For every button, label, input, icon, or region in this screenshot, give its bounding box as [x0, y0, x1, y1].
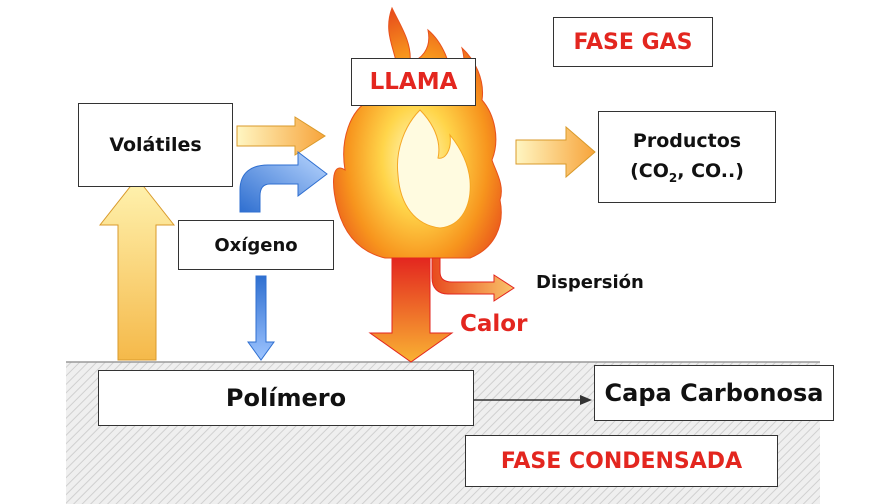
oxygen-box: Oxígeno: [178, 220, 334, 270]
dispersion-arrow: [431, 257, 515, 302]
oxygen-text: Oxígeno: [214, 234, 298, 256]
fase-gas-label: FASE GAS: [553, 17, 713, 67]
char-layer-text: Capa Carbonosa: [604, 379, 824, 407]
fase-condensada-label: FASE CONDENSADA: [465, 435, 778, 487]
volatiles-to-flame-arrow: [236, 116, 326, 156]
products-formula: (CO2, CO..): [630, 159, 744, 185]
llama-text: LLAMA: [369, 69, 458, 95]
polymer-box: Polímero: [98, 370, 474, 426]
fase-gas-text: FASE GAS: [573, 29, 693, 55]
oxygen-curved-arrow: [239, 150, 328, 213]
char-layer-box: Capa Carbonosa: [594, 365, 834, 421]
llama-label: LLAMA: [351, 58, 476, 106]
calor-label: Calor: [460, 311, 528, 337]
heat-down-arrow: [368, 257, 454, 363]
polymer-text: Polímero: [225, 384, 347, 412]
volatiles-box: Volátiles: [78, 103, 233, 187]
products-arrow: [515, 125, 596, 179]
oxygen-down-arrow: [247, 275, 275, 361]
volatiles-up-arrow: [98, 177, 176, 361]
volatiles-text: Volátiles: [109, 134, 202, 156]
products-box: Productos (CO2, CO..): [598, 111, 776, 203]
fase-condensada-text: FASE CONDENSADA: [500, 448, 743, 474]
flame-icon: [333, 6, 502, 259]
polymer-to-char-arrowhead: [580, 395, 592, 405]
dispersion-label: Dispersión: [536, 272, 644, 293]
products-text: Productos: [632, 130, 742, 153]
